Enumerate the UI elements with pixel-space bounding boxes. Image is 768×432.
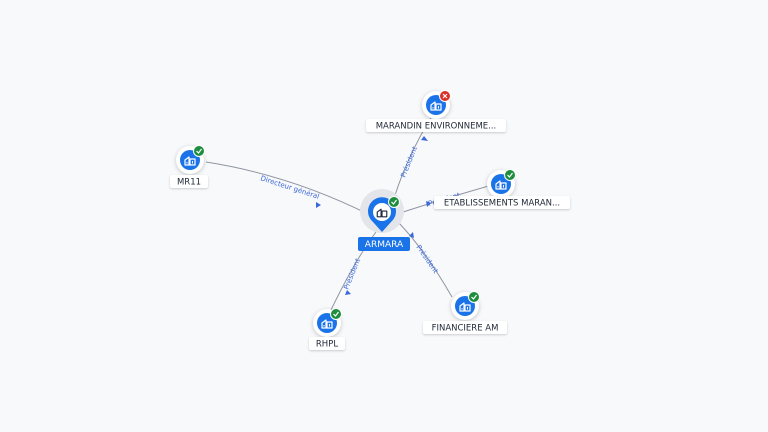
check-mark: [333, 311, 339, 317]
center-label-bg: [358, 237, 410, 251]
arrow-etablissements: [426, 201, 431, 207]
edge-financiere-armara[interactable]: [397, 221, 453, 298]
center-node-armara[interactable]: ARMARA: [358, 189, 410, 251]
node-label-bg: [309, 337, 345, 350]
node-label: MR11: [177, 178, 201, 188]
edge-mr11-armara[interactable]: [205, 161, 371, 216]
status-active-icon: [193, 145, 205, 157]
node-mr11[interactable]: MR11: [170, 145, 208, 189]
arrow-marandin: [421, 136, 428, 141]
status-active-icon: [388, 196, 400, 208]
node-label-bg: [423, 321, 507, 334]
arrow-mr11: [316, 202, 321, 208]
status-dot: [330, 308, 342, 320]
node-label-bg: [434, 196, 570, 209]
status-inactive-icon: [439, 90, 451, 102]
node-rhpl[interactable]: RHPL: [309, 308, 345, 351]
company-building-icon: [376, 208, 388, 218]
node-label: FINANCIERE AM: [432, 324, 499, 334]
edge-labels: Directeur général Président Président Pr…: [259, 145, 461, 291]
check-mark: [507, 172, 513, 178]
check-mark: [196, 148, 202, 154]
status-dot: [504, 169, 516, 181]
node-label: ETABLISSEMENTS MARAN...: [444, 199, 560, 209]
x-mark: [442, 93, 448, 99]
status-dot: [468, 291, 480, 303]
nodes: MR11 MARANDIN ENVIRONNEME... ETABLISSEMENT…: [170, 90, 570, 351]
center-label: ARMARA: [365, 240, 404, 250]
arrow-rhpl: [345, 290, 351, 295]
node-label-bg: [366, 119, 506, 132]
node-financiere[interactable]: FINANCIERE AM: [423, 291, 507, 335]
edge-arrows: [316, 136, 431, 295]
node-label: MARANDIN ENVIRONNEME...: [376, 122, 497, 132]
status-active-icon: [468, 291, 480, 303]
status-dot: [193, 145, 205, 157]
status-active-icon: [504, 169, 516, 181]
check-mark: [471, 294, 477, 300]
node-etablissements[interactable]: ETABLISSEMENTS MARAN...: [434, 169, 570, 210]
edge-label-financiere: Président: [414, 244, 439, 276]
edge-label-marandin: Président: [399, 145, 419, 179]
node-label-bg: [170, 175, 208, 188]
edge-label-rhpl: Président: [342, 257, 362, 291]
edge-label-mr11: Directeur général: [259, 174, 320, 201]
status-active-icon: [330, 308, 342, 320]
node-label: RHPL: [316, 340, 338, 350]
node-marandin[interactable]: MARANDIN ENVIRONNEME...: [366, 90, 506, 133]
arrow-financiere: [409, 232, 414, 238]
